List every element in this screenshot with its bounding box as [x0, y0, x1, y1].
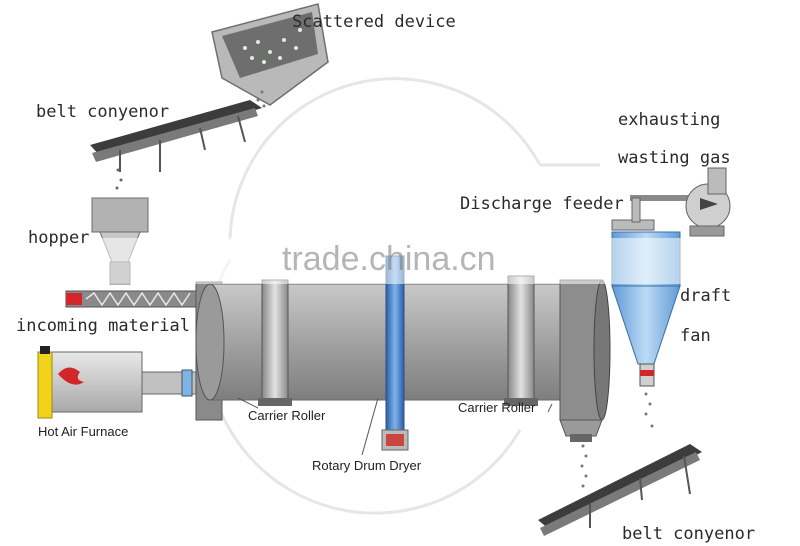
drive-shaft [381, 255, 409, 451]
scattered-device [211, 3, 329, 108]
label-fan: fan [680, 326, 711, 346]
exhaust-fan [611, 167, 731, 237]
label-rotary-drum-dryer: Rotary Drum Dryer [312, 458, 422, 473]
discharge-particles [580, 444, 588, 488]
screw-feeder [65, 290, 197, 308]
label-wasting-gas: wasting gas [618, 148, 731, 168]
label-exhausting: exhausting [618, 110, 721, 130]
hot-air-furnace [37, 346, 197, 419]
label-discharge-feeder: Discharge feeder [460, 194, 624, 214]
watermark-text: trade.china.cn [282, 240, 496, 278]
label-hopper: hopper [28, 228, 90, 248]
leader-lines [237, 397, 553, 456]
carrier-roller-left [258, 279, 292, 406]
watermark-band [0, 238, 800, 284]
label-scattered-device: Scattered device [292, 12, 456, 32]
label-hot-air-furnace: Hot Air Furnace [38, 424, 129, 439]
carrier-roller-right [504, 275, 538, 406]
label-carrier-roller-right: Carrier Roller [458, 400, 536, 415]
belt-conveyor-bottom [538, 444, 702, 536]
label-belt-conveyor-top: belt conyenor [36, 102, 170, 122]
label-belt-conveyor-bottom: belt conyenor [622, 524, 756, 544]
belt-conveyor-top [90, 100, 262, 190]
label-incoming-material: incoming material [16, 316, 190, 336]
label-draft: draft [680, 286, 732, 306]
label-carrier-roller-left: Carrier Roller [248, 408, 326, 423]
